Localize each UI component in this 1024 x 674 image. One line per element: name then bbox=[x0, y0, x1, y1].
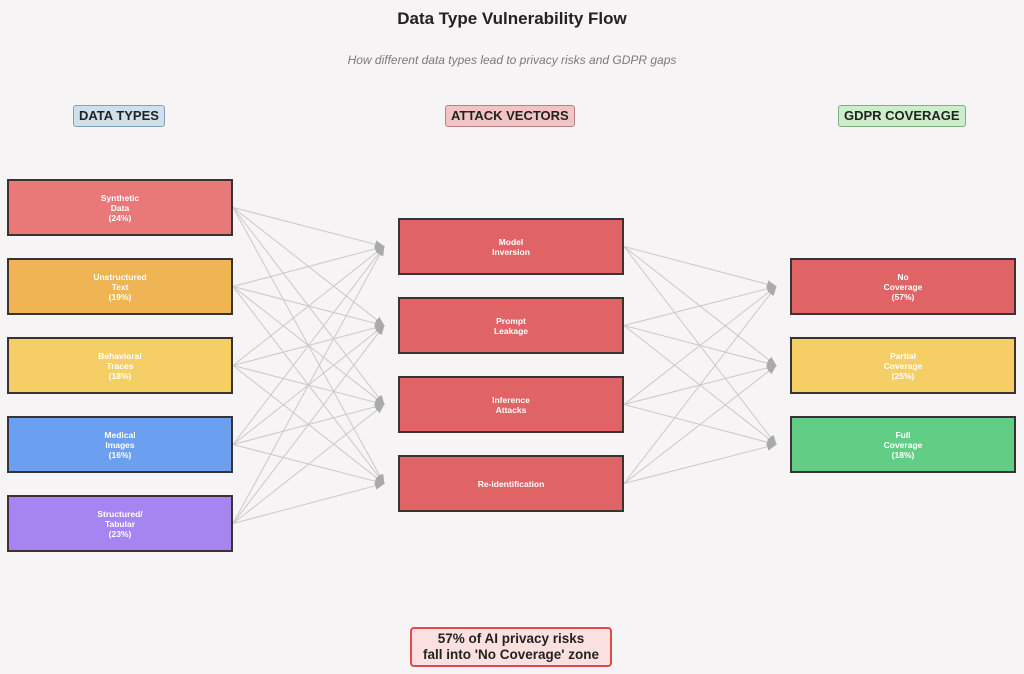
flow-arrow-data-to-attack bbox=[232, 245, 385, 366]
flow-arrow-data-to-attack bbox=[232, 244, 385, 287]
diagram-title: Data Type Vulnerability Flow bbox=[397, 9, 627, 28]
node-label: Partial Coverage (25%) bbox=[883, 350, 923, 381]
flow-arrow-data-to-attack bbox=[232, 245, 385, 524]
node-label: Re-identification bbox=[477, 478, 545, 489]
callout-text: 57% of AI privacy risks fall into 'No Co… bbox=[423, 631, 599, 662]
node-label: Medical Images (16%) bbox=[104, 429, 136, 460]
flow-arrow-attack-to-gdpr bbox=[623, 285, 777, 405]
flow-arrow-data-to-attack bbox=[232, 481, 385, 524]
node-label: No Coverage (57%) bbox=[883, 271, 923, 302]
flow-arrow-attack-to-gdpr bbox=[623, 246, 777, 289]
gdpr-coverage-header: GDPR COVERAGE bbox=[838, 105, 966, 127]
node-label: Synthetic Data (24%) bbox=[100, 192, 140, 223]
node-synthetic-data: Synthetic Data (24%) bbox=[7, 179, 233, 236]
node-label: Unstructured Text (19%) bbox=[93, 271, 147, 302]
node-label: Model Inversion bbox=[492, 236, 530, 257]
node-model-inversion: Model Inversion bbox=[398, 218, 624, 275]
node-full-coverage: Full Coverage (18%) bbox=[790, 416, 1016, 473]
coverage-callout: 57% of AI privacy risks fall into 'No Co… bbox=[410, 627, 612, 667]
node-label: Structured/ Tabular (23%) bbox=[97, 508, 143, 539]
attack-vectors-header: ATTACK VECTORS bbox=[445, 105, 575, 127]
flow-arrow-attack-to-gdpr bbox=[623, 364, 777, 484]
flow-arrow-data-to-attack bbox=[232, 324, 385, 524]
node-re-identification: Re-identification bbox=[398, 455, 624, 512]
node-no-coverage: No Coverage (57%) bbox=[790, 258, 1016, 315]
flow-arrow-data-to-attack bbox=[232, 403, 385, 524]
node-inference-attacks: Inference Attacks bbox=[398, 376, 624, 433]
node-structured-tabular: Structured/ Tabular (23%) bbox=[7, 495, 233, 552]
node-partial-coverage: Partial Coverage (25%) bbox=[790, 337, 1016, 394]
node-medical-images: Medical Images (16%) bbox=[7, 416, 233, 473]
node-label: Prompt Leakage bbox=[493, 315, 529, 336]
flow-arrow-data-to-attack bbox=[232, 207, 385, 249]
flow-arrow-data-to-attack bbox=[232, 245, 385, 445]
flow-arrow-attack-to-gdpr bbox=[623, 284, 777, 326]
node-behavioral-traces: Behavioral Traces (18%) bbox=[7, 337, 233, 394]
node-label: Inference Attacks bbox=[492, 394, 530, 415]
node-label: Full Coverage (18%) bbox=[883, 429, 923, 460]
node-prompt-leakage: Prompt Leakage bbox=[398, 297, 624, 354]
node-label: Behavioral Traces (18%) bbox=[98, 350, 142, 381]
diagram-subtitle: How different data types lead to privacy… bbox=[347, 53, 677, 67]
flow-arrow-attack-to-gdpr bbox=[623, 442, 777, 484]
flow-arrow-attack-to-gdpr bbox=[623, 285, 777, 484]
data-types-header: DATA TYPES bbox=[73, 105, 165, 127]
node-unstructured-text: Unstructured Text (19%) bbox=[7, 258, 233, 315]
